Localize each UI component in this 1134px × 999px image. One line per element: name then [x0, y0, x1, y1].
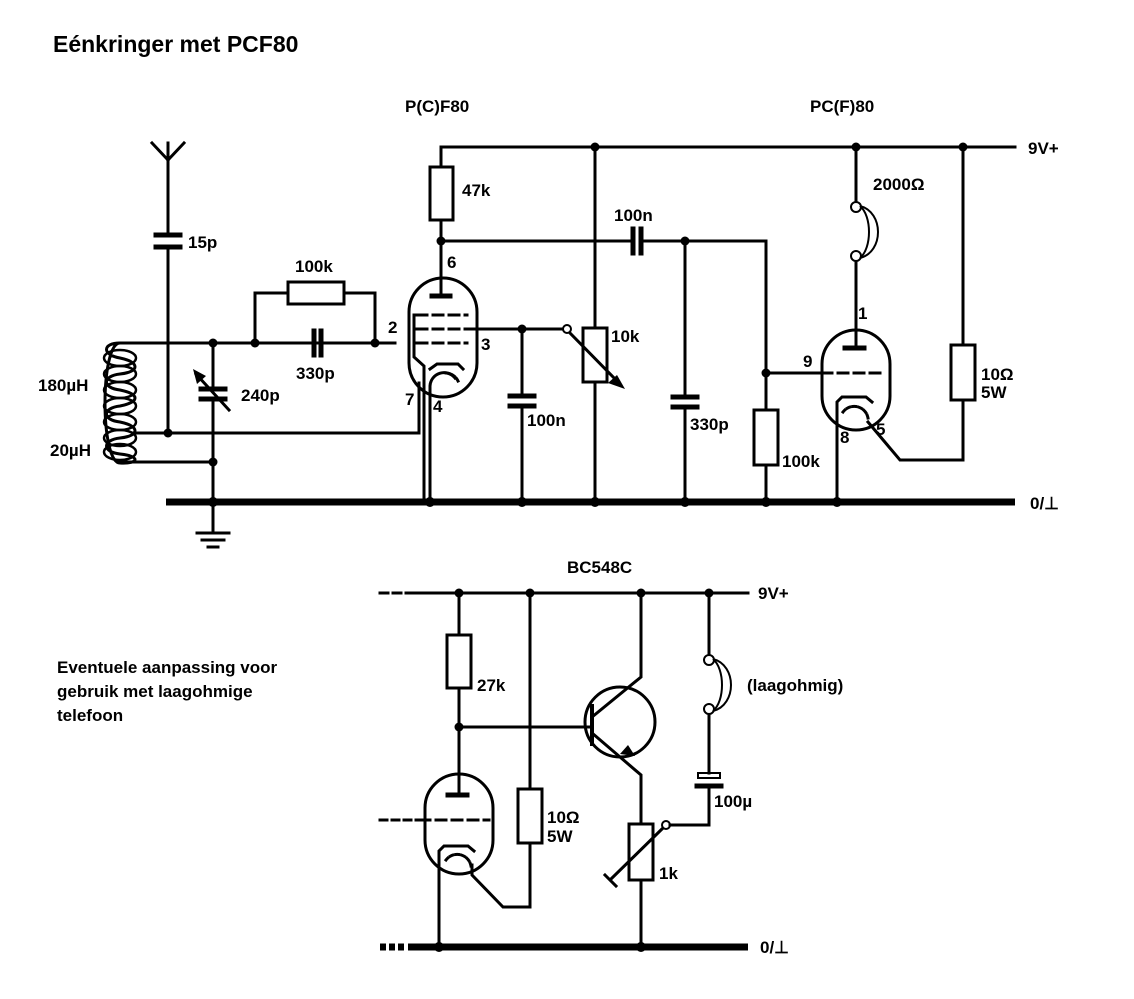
pin-5-label: 5 — [876, 420, 885, 439]
heater-resistor — [949, 343, 977, 402]
supply-rail-bottom — [378, 588, 750, 598]
pot-to-cap-wire — [668, 788, 711, 827]
antenna-capacitor — [153, 232, 183, 250]
anode-resistor — [428, 165, 455, 222]
pin-1-label: 1 — [858, 304, 867, 323]
tuning-cap-label: 240p — [241, 386, 280, 405]
headphone-bottom-icon — [703, 591, 732, 715]
pin-2-label: 2 — [388, 318, 397, 337]
headphone-bottom-label: (laagohmig) — [747, 676, 843, 695]
heater-resistor-bottom-power: 5W — [547, 827, 573, 846]
ground-label-top: 0/⊥ — [1030, 494, 1059, 513]
heater-resistor-power: 5W — [981, 383, 1007, 402]
note-line-1: Eventuele aanpassing voor — [57, 658, 278, 677]
grid-resistor-label: 100k — [295, 257, 333, 276]
grid-leak-label: 100k — [782, 452, 820, 471]
heater-resistor-bottom-label: 10Ω — [547, 808, 580, 827]
pin-7-label: 7 — [405, 390, 414, 409]
screen-capacitor — [507, 393, 537, 409]
coupling-capacitor — [630, 226, 644, 256]
screen-cap-label: 100n — [527, 411, 566, 430]
headphone-icon — [850, 201, 879, 262]
reaction-potentiometer — [581, 326, 609, 384]
heater-resistor-label: 10Ω — [981, 365, 1014, 384]
emitter-potentiometer — [627, 822, 655, 882]
supply-rail-top — [439, 142, 1017, 152]
page-title: Eénkringer met PCF80 — [53, 31, 298, 57]
npn-transistor-icon — [583, 591, 657, 826]
grid-leak-wire — [764, 368, 824, 504]
transistor-label: BC548C — [567, 558, 632, 577]
pin-4-label: 4 — [433, 397, 443, 416]
coupling-cap-label: 100n — [614, 206, 653, 225]
anode-resistor-label: 47k — [462, 181, 491, 200]
grid-rc — [250, 280, 380, 358]
pot-label: 10k — [611, 327, 640, 346]
note-line-3: telefoon — [57, 706, 123, 725]
grid-leak-resistor — [752, 408, 780, 467]
pin-8-label: 8 — [840, 428, 849, 447]
filter-cap-label: 330p — [690, 415, 729, 434]
pentode-label: P(C)F80 — [405, 97, 469, 116]
base-resistor-label: 27k — [477, 676, 506, 695]
coil-lower-label: 20µH — [50, 441, 91, 460]
pin-3-label: 3 — [481, 335, 490, 354]
headphone-label: 2000Ω — [873, 175, 924, 194]
heater-resistor-bottom — [516, 787, 544, 845]
output-cap-label: 100µ — [714, 792, 752, 811]
triode-label: PC(F)80 — [810, 97, 874, 116]
heater-wire-bottom — [470, 591, 532, 909]
pin-6-label: 6 — [447, 253, 456, 272]
pin-9-label: 9 — [803, 352, 812, 371]
pot-wiper — [567, 330, 621, 385]
triode-tube-bottom-icon — [378, 772, 495, 949]
ground-bus-top — [166, 497, 1015, 507]
ground-bus-bottom — [380, 942, 748, 952]
filter-capacitor — [670, 394, 700, 410]
triode-tube-icon — [820, 145, 965, 504]
supply-label-bottom: 9V+ — [758, 584, 789, 603]
electrolytic-capacitor — [694, 711, 724, 789]
grid-cap-label: 330p — [296, 364, 335, 383]
emitter-pot-wiper — [602, 825, 666, 889]
antenna-cap-label: 15p — [188, 233, 217, 252]
pentode-tube-icon — [407, 276, 524, 504]
tap-line — [132, 381, 421, 435]
coil-icon — [102, 341, 138, 465]
emitter-pot-label: 1k — [659, 864, 678, 883]
ground-label-bottom: 0/⊥ — [760, 938, 789, 957]
variable-capacitor — [193, 369, 232, 413]
earth-ground-icon — [195, 500, 231, 549]
base-resistor — [445, 633, 473, 690]
supply-label-top: 9V+ — [1028, 139, 1059, 158]
note-line-2: gebruik met laagohmige — [57, 682, 253, 701]
antenna-icon — [149, 140, 187, 163]
coil-upper-label: 180µH — [38, 376, 88, 395]
